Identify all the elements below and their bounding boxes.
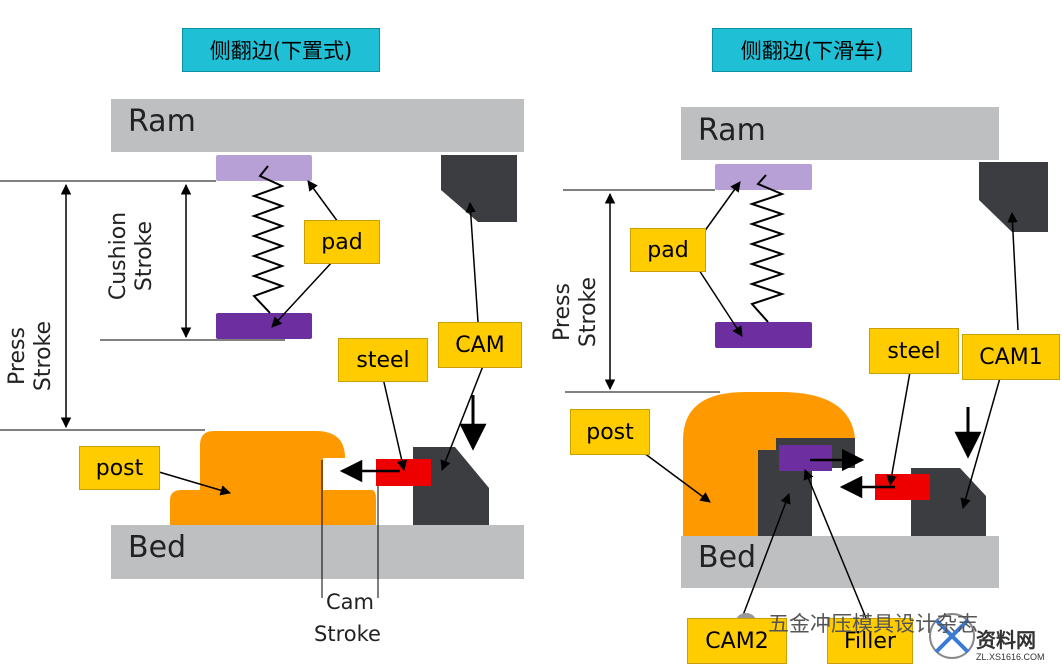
right-bed <box>681 536 999 588</box>
cam-stroke-label-line1: Cam <box>326 590 374 614</box>
right-callout-pad: pad <box>630 228 706 272</box>
left-bed-label: Bed <box>128 530 187 565</box>
left-upper-pad <box>216 155 312 181</box>
right-post <box>683 392 855 536</box>
left-ram-label: Ram <box>128 104 196 139</box>
right-callout-post: post <box>570 409 650 455</box>
left-bed <box>111 525 524 579</box>
left-title: 侧翻边(下置式) <box>182 28 380 72</box>
left-callout-cam: CAM <box>438 322 522 368</box>
watermark-logo-url: ZL.XS1616.COM <box>976 652 1045 662</box>
watermark-logo-text: 资料网 <box>976 630 1036 652</box>
right-callout-filler: Filler <box>827 618 913 664</box>
left-lower-pad <box>216 313 312 339</box>
right-callout-cam2: CAM2 <box>687 618 787 664</box>
right-lower-pad <box>715 322 812 348</box>
left-lower-cam <box>413 447 489 525</box>
right-ram <box>681 107 999 160</box>
watermark-text: 五金冲压模具设计杂志 <box>768 612 978 636</box>
right-filler <box>779 445 832 471</box>
left-cushion-stroke-label: Cushion Stroke <box>106 211 157 301</box>
left-steel <box>376 459 431 486</box>
left-press-stroke-label: Press Stroke <box>5 320 56 392</box>
left-ram <box>111 99 524 152</box>
left-callout-pad: pad <box>304 220 380 264</box>
right-upper-cam <box>979 162 1048 232</box>
right-bed-label: Bed <box>698 540 757 575</box>
left-callout-steel: steel <box>338 338 428 382</box>
left-post <box>170 431 376 525</box>
logo-icon <box>929 613 975 659</box>
left-upper-cam <box>441 155 517 222</box>
left-spring <box>251 165 285 314</box>
right-press-stroke-label: Press Stroke <box>550 276 601 348</box>
cam-stroke-label-line2: Stroke <box>314 622 381 646</box>
right-ram-label: Ram <box>698 113 766 148</box>
right-callout-cam1: CAM1 <box>962 334 1060 380</box>
left-callout-post: post <box>79 446 160 490</box>
right-spring <box>748 174 786 323</box>
right-callout-steel: steel <box>869 328 959 374</box>
right-title: 侧翻边(下滑车) <box>712 28 912 72</box>
